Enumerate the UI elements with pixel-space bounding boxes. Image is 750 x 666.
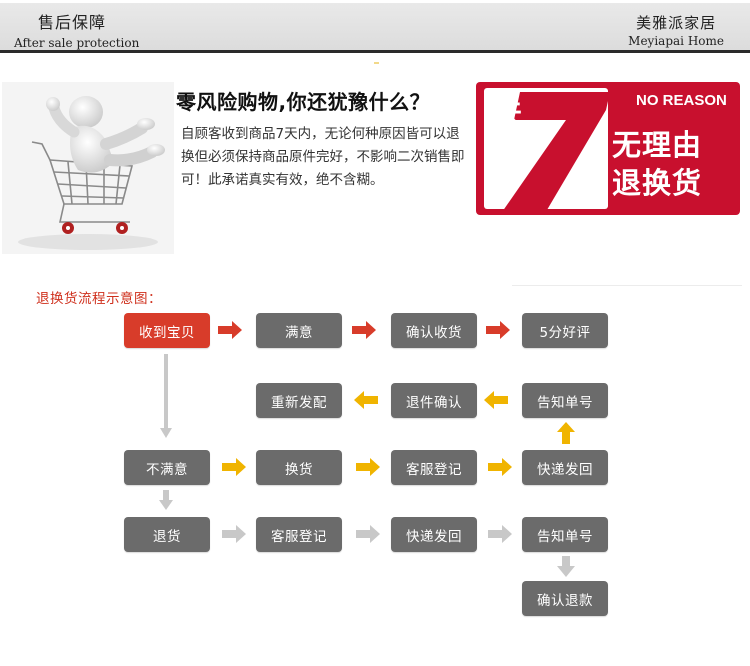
step-confirm-refund: 确认退款: [522, 581, 608, 616]
arrow-right-icon: [352, 321, 376, 339]
arrow-right-gray-group: [222, 525, 512, 543]
badge-line2: 退换货: [612, 166, 703, 200]
step-return-goods: 退货: [124, 517, 210, 552]
badge-line1: 无理由: [612, 128, 703, 162]
step-confirm-receipt: 确认收货: [391, 313, 477, 348]
arrow-right-yellow-group: [222, 458, 512, 476]
header-bar: 售后保障 After sale protection 美雅派家居 Meyiapa…: [0, 3, 750, 50]
arrow-left-yellow-group: [354, 391, 508, 409]
decor-dot: [374, 62, 379, 64]
arrow-right-icon: [222, 458, 246, 476]
arrow-up-icon: [557, 422, 575, 444]
brand: 美雅派家居 Meyiapai Home: [628, 12, 724, 48]
arrow-left-icon: [484, 391, 508, 409]
arrow-right-icon: [486, 321, 510, 339]
step-tell-tracking-number: 告知单号: [522, 517, 608, 552]
seven-graphic: [500, 92, 610, 215]
vertical-connector: [164, 354, 168, 430]
arrow-right-icon: [488, 458, 512, 476]
section-title-en: After sale protection: [14, 36, 140, 50]
step-service-register: 客服登记: [256, 517, 342, 552]
step-exchange: 换货: [256, 450, 342, 485]
shopping-cart-figure-illustration: [2, 82, 174, 254]
promo-title: 零风险购物,你还犹豫什么？: [176, 90, 431, 114]
step-five-star-review: 5分好评: [522, 313, 608, 348]
arrow-down-icon: [159, 490, 173, 510]
brand-name-en: Meyiapai Home: [628, 34, 724, 48]
seven-day-return-badge: 天 NO REASON 无理由 退换货: [476, 82, 740, 215]
step-tell-tracking-number: 告知单号: [522, 383, 608, 418]
step-return-confirm: 退件确认: [391, 383, 477, 418]
step-received: 收到宝贝: [124, 313, 210, 348]
brand-name-cn: 美雅派家居: [636, 14, 717, 32]
step-not-satisfied: 不满意: [124, 450, 210, 485]
arrow-left-icon: [354, 391, 378, 409]
header-left: 售后保障 After sale protection: [14, 9, 139, 50]
arrow-right-icon: [356, 458, 380, 476]
header-divider: [0, 50, 750, 53]
badge-background: 天 NO REASON 无理由 退换货: [476, 82, 740, 215]
step-service-register: 客服登记: [391, 450, 477, 485]
flow-divider: [512, 285, 742, 286]
step-ship-back: 快递发回: [522, 450, 608, 485]
step-satisfied: 满意: [256, 313, 342, 348]
step-reship: 重新发配: [256, 383, 342, 418]
arrow-right-icon: [356, 525, 380, 543]
flow-title: 退换货流程示意图：: [36, 291, 162, 307]
arrow-right-icon: [218, 321, 242, 339]
arrow-right-red-group: [218, 321, 510, 339]
arrow-down-icon: [557, 556, 575, 577]
badge-day: 天: [496, 100, 523, 130]
badge-no-reason: NO REASON: [636, 92, 727, 109]
arrow-right-icon: [488, 525, 512, 543]
section-title-cn: 售后保障: [38, 13, 107, 32]
arrow-down-icon: [160, 428, 172, 438]
step-ship-back: 快递发回: [391, 517, 477, 552]
promo-description: 自顾客收到商品7天内，无论何种原因皆可以退换但必须保持商品原件完好，不影响二次销…: [181, 126, 465, 188]
arrow-right-icon: [222, 525, 246, 543]
